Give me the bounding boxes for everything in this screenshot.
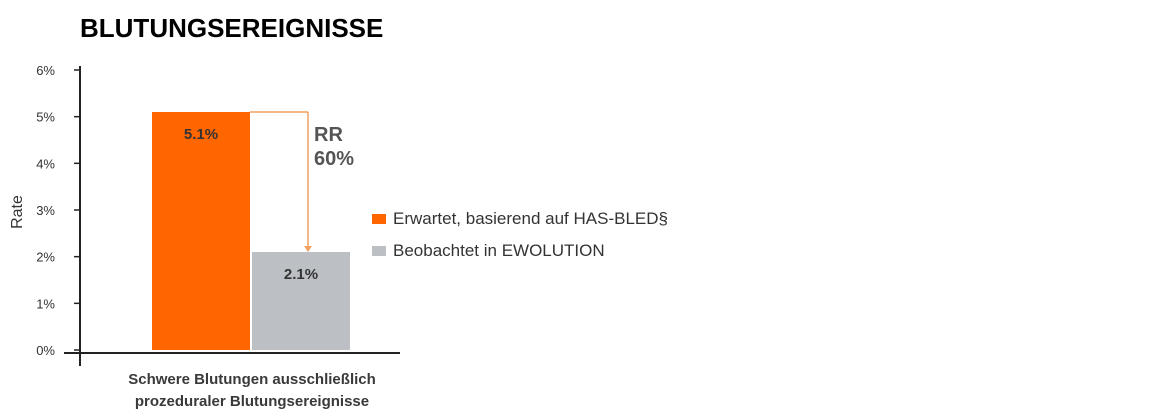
y-ticks: 0% 1% 2% 3% 4% 5% 6% — [36, 63, 80, 358]
legend: Erwartet, basierend auf HAS-BLED§ Beobach… — [372, 209, 668, 260]
data-labels: 5.1% 2.1% — [184, 126, 318, 283]
chart-title: BLUTUNGSEREIGNISSE — [80, 13, 383, 43]
y-tick-label: 0% — [36, 343, 55, 358]
annotation-value: 60% — [314, 148, 354, 170]
bars — [152, 112, 350, 350]
y-axis-label: Rate — [9, 195, 26, 229]
legend-label: Beobachtet in EWOLUTION — [393, 241, 605, 260]
y-tick-label: 3% — [36, 203, 55, 218]
y-tick-label: 4% — [36, 156, 55, 171]
y-tick-label: 1% — [36, 296, 55, 311]
annotation-label: RR — [314, 124, 343, 146]
x-category-label: prozeduraler Blutungsereignisse — [135, 393, 369, 410]
legend-label: Erwartet, basierend auf HAS-BLED§ — [393, 209, 668, 228]
y-tick-label: 2% — [36, 250, 55, 265]
legend-swatch — [372, 246, 386, 256]
data-label: 5.1% — [184, 126, 218, 143]
bar — [252, 252, 350, 350]
bar — [152, 112, 250, 350]
legend-swatch — [372, 214, 386, 224]
annotation-arrow-icon — [304, 246, 312, 252]
y-tick-label: 6% — [36, 63, 55, 78]
x-category-labels: Schwere Blutungen ausschließlich prozedur… — [128, 371, 376, 410]
data-label: 2.1% — [284, 266, 318, 283]
y-tick-label: 5% — [36, 110, 55, 125]
x-category-label: Schwere Blutungen ausschließlich — [128, 371, 376, 388]
